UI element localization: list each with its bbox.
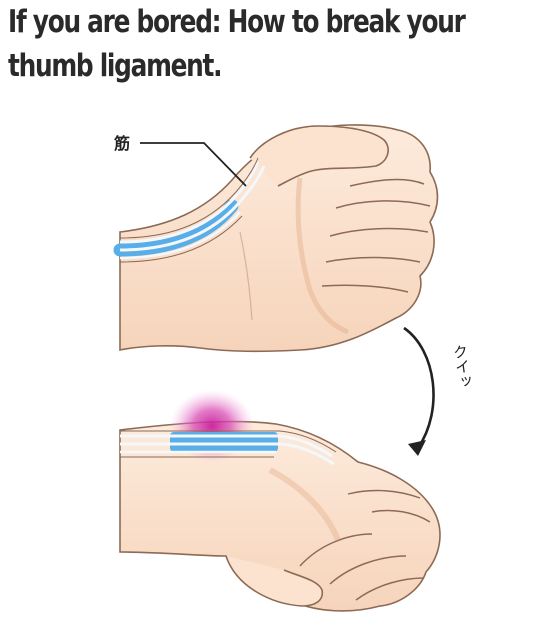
bottom-tendon <box>120 430 337 466</box>
tendon-label: 筋 <box>113 134 247 187</box>
top-tendon <box>113 157 266 263</box>
sound-effect-text: クイッ <box>450 343 474 390</box>
bend-arrow <box>403 326 435 456</box>
bottom-hand <box>119 390 441 612</box>
tendon-label-text: 筋 <box>113 134 130 153</box>
caption-line-2: thumb ligament. <box>8 48 223 84</box>
caption-line-1: If you are bored: How to break your <box>8 4 466 40</box>
top-hand: 筋 <box>113 124 439 353</box>
meme-caption: If you are bored: How to break your thum… <box>8 0 466 88</box>
